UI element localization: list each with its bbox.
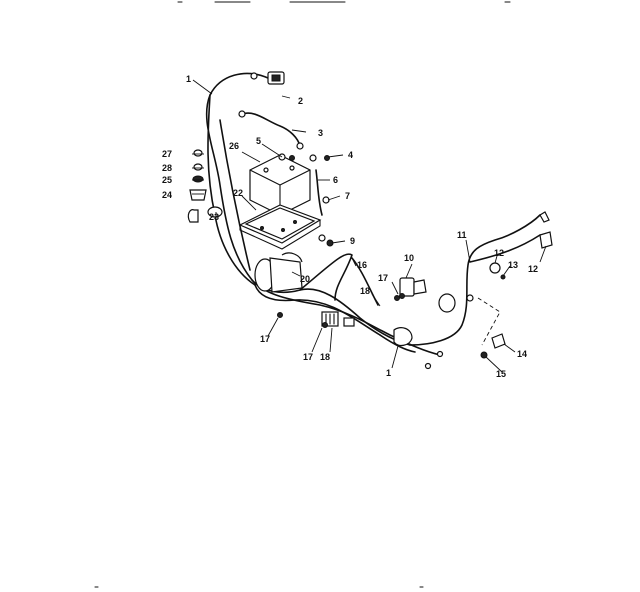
leader-lines — [192, 79, 547, 373]
callout-17a: 17 — [260, 334, 270, 344]
screw-parts-17 — [277, 295, 400, 328]
connector-part-2 — [250, 71, 285, 85]
battery-tray-part-22 — [238, 204, 322, 250]
callout-25: 25 — [162, 175, 172, 185]
callout-28: 28 — [162, 163, 172, 173]
callout-18b: 18 — [320, 352, 330, 362]
wire-part-3 — [238, 110, 304, 150]
callout-24: 24 — [162, 190, 172, 200]
callout-14: 14 — [517, 349, 527, 359]
solenoid-part-20 — [254, 252, 303, 293]
header-fragment-marks — [94, 1, 511, 588]
wire-part-16 — [351, 257, 379, 306]
callout-20: 20 — [300, 274, 310, 284]
callout-27: 27 — [162, 149, 172, 159]
callout-9: 9 — [350, 236, 355, 246]
callout-13: 13 — [508, 260, 518, 270]
callout-6: 6 — [333, 175, 338, 185]
callout-16: 16 — [357, 260, 367, 270]
callout-23: 23 — [209, 212, 219, 222]
switch-part-10 — [399, 277, 427, 299]
callout-17c: 17 — [378, 273, 388, 283]
callout-26: 26 — [229, 141, 239, 151]
hardware-stack-left — [187, 149, 207, 223]
callout-17b: 17 — [303, 352, 313, 362]
callout-1b: 1 — [386, 368, 391, 378]
callout-5: 5 — [256, 136, 261, 146]
callout-12b: 12 — [528, 264, 538, 274]
main-wire-harness — [205, 72, 441, 356]
callout-2: 2 — [298, 96, 303, 106]
callout-10: 10 — [404, 253, 414, 263]
pad-part-23 — [207, 206, 223, 218]
callout-4: 4 — [348, 150, 353, 160]
callout-22: 22 — [233, 188, 243, 198]
callout-12a: 12 — [494, 248, 504, 258]
callout-18a: 18 — [360, 286, 370, 296]
right-harness-assembly — [409, 211, 553, 359]
callout-1a: 1 — [186, 74, 191, 84]
callout-labels: 1 2 3 4 5 6 7 9 10 11 12 12 13 14 15 16 … — [162, 74, 538, 379]
callout-7: 7 — [345, 191, 350, 201]
clip-part-1-lower — [393, 327, 444, 370]
callout-11: 11 — [457, 230, 467, 240]
callout-15: 15 — [496, 369, 506, 379]
callout-3: 3 — [318, 128, 323, 138]
